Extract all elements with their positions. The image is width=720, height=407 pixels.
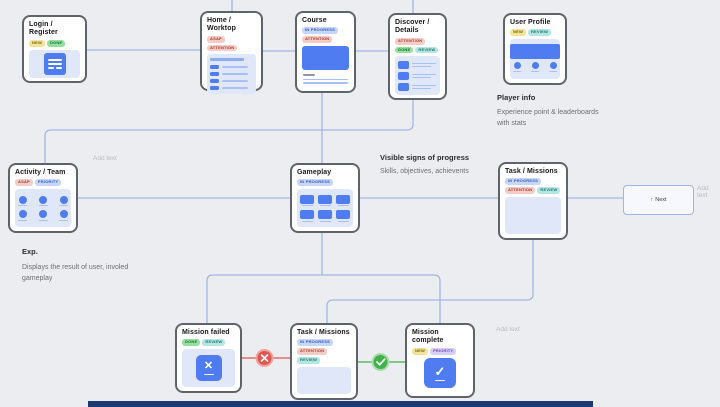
- player-info-body: Experience point & leaderboards with sta…: [497, 109, 599, 127]
- card-activity-team[interactable]: Activity / Team ASAP PRIORITY: [8, 163, 78, 233]
- tag-row: ASAP PRIORITY: [15, 179, 71, 187]
- success-link: [358, 353, 405, 371]
- card-task-missions-bottom[interactable]: Task / Missions IN PROGRESS ATTENTION RE…: [290, 323, 358, 400]
- tag-in-progress: IN PROGRESS: [297, 179, 333, 187]
- tag-row: NEW REVIEW: [510, 29, 560, 37]
- card-title: User Profile: [510, 19, 551, 26]
- tag-in-progress: IN PROGRESS: [297, 339, 333, 347]
- fail-link: [242, 349, 290, 367]
- tag-new: NEW: [412, 347, 428, 355]
- tag-row: DONE REVIEW: [182, 339, 235, 347]
- tag-done: DONE: [182, 339, 201, 347]
- add-text-placeholder[interactable]: Add text: [93, 155, 117, 162]
- tag-attention: ATTENTION: [207, 44, 238, 52]
- card-title: Gameplay: [297, 169, 332, 176]
- tag-review: REVIEW: [527, 29, 551, 37]
- x-icon: [260, 354, 269, 362]
- x-icon: ✕: [203, 360, 214, 373]
- tag-in-progress: IN PROGRESS: [302, 27, 338, 35]
- card-gameplay[interactable]: Gameplay IN PROGRESS: [290, 163, 360, 233]
- bottom-bar: [88, 401, 593, 407]
- add-text-placeholder[interactable]: Add text: [697, 185, 709, 199]
- mission-complete-wireframe: ✓: [412, 355, 468, 392]
- tag-row: NEW PRIORITY: [412, 347, 468, 355]
- tag-done: DONE: [395, 46, 414, 54]
- card-user-profile[interactable]: User Profile NEW REVIEW: [503, 13, 567, 85]
- card-title: Task / Missions: [505, 168, 558, 175]
- tag-in-progress: IN PROGRESS: [505, 178, 541, 186]
- home-list-wireframe: [207, 54, 256, 95]
- empty-panel-wireframe: [297, 366, 351, 394]
- tag-attention: ATTENTION: [302, 36, 333, 43]
- tag-review: REVIEW: [202, 339, 226, 347]
- check-icon: ✓: [434, 364, 446, 380]
- tag-row: IN PROGRESS ATTENTION: [302, 27, 349, 43]
- tag-new: NEW: [29, 39, 45, 47]
- tag-row: ASAP ATTENTION: [207, 35, 256, 52]
- tag-review: REVIEW: [537, 187, 561, 194]
- tag-asap: ASAP: [207, 35, 225, 43]
- tag-done: DONE: [46, 39, 66, 47]
- card-home-worktop[interactable]: Home / Worktop ASAP ATTENTION: [200, 11, 263, 95]
- progress-title: Visible signs of progress: [380, 153, 470, 162]
- success-node: [371, 353, 390, 371]
- card-title: Task / Missions: [297, 329, 350, 336]
- fail-node: [255, 349, 274, 367]
- tag-priority: PRIORITY: [429, 347, 457, 355]
- tag-row: IN PROGRESS: [297, 179, 353, 187]
- tag-attention: ATTENTION: [505, 187, 536, 194]
- mission-failed-wireframe: ✕: [182, 349, 235, 387]
- exp-body: Displays the result of user, involed gam…: [22, 264, 129, 282]
- card-title: Home / Worktop: [207, 17, 236, 33]
- course-media-wireframe: [302, 45, 349, 86]
- tag-new: NEW: [510, 29, 526, 37]
- card-title: Mission failed: [182, 329, 230, 336]
- empty-panel-wireframe: [505, 196, 561, 234]
- tag-attention: ATTENTION: [395, 37, 426, 45]
- card-mission-complete[interactable]: Mission complete NEW PRIORITY ✓: [405, 323, 475, 398]
- gameplay-grid-wireframe: [297, 189, 353, 227]
- tag-row: IN PROGRESS ATTENTION REVIEW: [297, 339, 351, 364]
- card-login-register[interactable]: Login / Register NEW DONE: [22, 15, 87, 83]
- tag-asap: ASAP: [15, 179, 33, 187]
- login-form-wireframe: [29, 49, 80, 78]
- tag-row: ATTENTION DONE REVIEW: [395, 37, 440, 54]
- arrow-up-icon: ↑: [650, 197, 654, 203]
- card-mission-failed[interactable]: Mission failed DONE REVIEW ✕: [175, 323, 242, 393]
- tag-review: REVIEW: [297, 356, 320, 364]
- card-title: Login / Register: [29, 21, 58, 37]
- tag-row: NEW DONE: [29, 39, 80, 47]
- card-title: Mission complete: [412, 329, 444, 345]
- card-discover-details[interactable]: Discover / Details ATTENTION DONE REVIEW: [388, 13, 447, 100]
- card-course[interactable]: Course IN PROGRESS ATTENTION: [295, 11, 356, 93]
- tag-review: REVIEW: [415, 46, 439, 54]
- next-node[interactable]: ↑ Next: [623, 185, 694, 215]
- tag-row: IN PROGRESS ATTENTION REVIEW: [505, 178, 561, 194]
- tag-attention: ATTENTION: [297, 348, 328, 355]
- tag-priority: PRIORITY: [34, 179, 62, 187]
- player-info-title: Player info: [497, 93, 536, 102]
- card-title: Discover / Details: [395, 19, 430, 35]
- card-title: Activity / Team: [15, 169, 66, 176]
- profile-stats-wireframe: [510, 39, 560, 79]
- next-label: Next: [655, 197, 667, 203]
- team-avatars-wireframe: [15, 189, 71, 227]
- exp-title: Exp.: [22, 247, 38, 256]
- check-icon: [376, 358, 386, 366]
- progress-body: Skills, objectives, achievents: [380, 168, 469, 175]
- discover-feed-wireframe: [395, 56, 440, 96]
- add-text-placeholder[interactable]: Add text: [496, 326, 520, 333]
- card-task-missions-middle[interactable]: Task / Missions IN PROGRESS ATTENTION RE…: [498, 162, 568, 240]
- card-title: Course: [302, 17, 327, 24]
